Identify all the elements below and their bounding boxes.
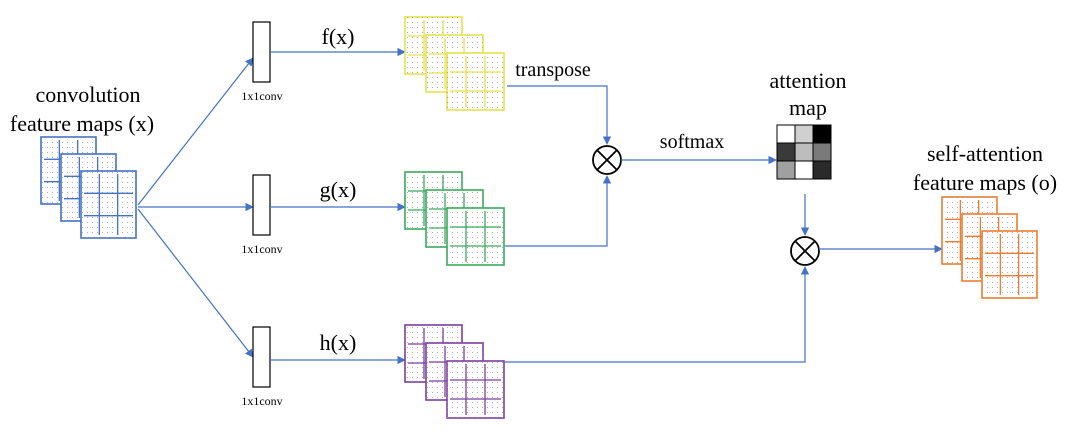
conv-box-f <box>252 21 271 83</box>
conv-box-h <box>252 326 271 388</box>
transpose-label: transpose <box>515 59 591 81</box>
attention-map <box>776 124 832 180</box>
attention-cell <box>794 160 814 180</box>
branch-label-g: g(x) <box>320 177 357 202</box>
attention-cell <box>812 124 832 144</box>
conv-label-f: 1x1conv <box>241 89 282 103</box>
feature-map-sheet <box>446 207 505 266</box>
arrow-input-to-conv-f <box>137 57 254 206</box>
output-label-line1: self-attention <box>927 141 1043 166</box>
f-feature-maps <box>404 16 505 111</box>
input-feature-maps <box>40 136 137 239</box>
h-feature-maps <box>404 324 505 419</box>
arrow-g-to-multiply <box>505 175 612 247</box>
attention-cell <box>776 160 796 180</box>
conv-label-h: 1x1conv <box>241 394 282 408</box>
matrix-multiply-icon-1 <box>592 145 622 175</box>
matrix-multiply-icon-2 <box>790 236 820 266</box>
attention-label-line2: map <box>789 95 827 120</box>
attention-cell <box>776 142 796 162</box>
arrow-input-to-conv-h <box>137 208 254 358</box>
attention-cell <box>812 142 832 162</box>
feature-map-sheet <box>446 52 505 111</box>
branch-label-h: h(x) <box>320 330 357 355</box>
input-label-line1: convolution <box>35 82 140 107</box>
attention-cell <box>794 142 814 162</box>
arrow-f-to-multiply <box>507 85 612 145</box>
output-feature-maps <box>941 196 1038 299</box>
g-feature-maps <box>404 171 505 266</box>
attention-label-line1: attention <box>770 68 847 93</box>
feature-map-sheet <box>446 360 505 419</box>
input-label-line2: feature maps (x) <box>10 111 154 136</box>
attention-cell <box>776 124 796 144</box>
arrow-h-to-multiply <box>505 266 810 363</box>
feature-map-sheet <box>981 230 1038 299</box>
attention-cell <box>812 160 832 180</box>
branch-label-f: f(x) <box>322 24 355 49</box>
attention-cell <box>794 124 814 144</box>
output-label-line2: feature maps (o) <box>913 170 1057 195</box>
softmax-label: softmax <box>660 131 724 153</box>
conv-label-g: 1x1conv <box>241 242 282 256</box>
feature-map-sheet <box>80 170 137 239</box>
conv-box-g <box>252 174 271 236</box>
